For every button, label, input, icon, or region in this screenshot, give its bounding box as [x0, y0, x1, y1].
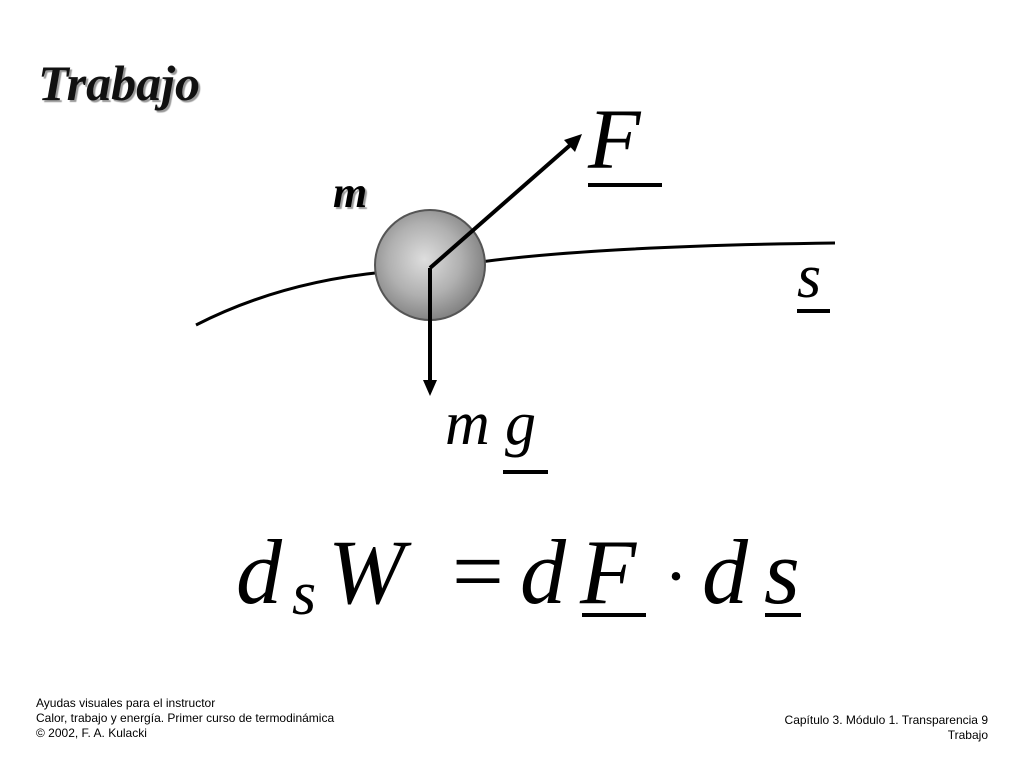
- footer-slide-info: Capítulo 3. Módulo 1. Transparencia 9 Tr…: [785, 713, 988, 743]
- footer-line: © 2002, F. A. Kulacki: [36, 726, 147, 740]
- footer-credits: Ayudas visuales para el instructor Calor…: [36, 696, 334, 741]
- footer-line: Capítulo 3. Módulo 1. Transparencia 9: [784, 713, 988, 727]
- weight-arrow-head: [423, 380, 437, 396]
- eq-d2: d: [520, 521, 567, 623]
- slide-title: Trabajo: [38, 55, 201, 111]
- weight-label-m: m: [445, 390, 490, 458]
- eq-s: s: [764, 521, 800, 623]
- eq-equals: =: [452, 520, 504, 622]
- path-label: s: [797, 243, 821, 311]
- weight-label-g: g: [505, 390, 536, 458]
- force-arrow-head: [564, 134, 582, 152]
- footer-line: Ayudas visuales para el instructor: [36, 696, 216, 710]
- eq-dot: ·: [664, 536, 688, 616]
- eq-d1: d: [236, 521, 283, 623]
- force-label: F: [587, 91, 642, 187]
- eq-F: F: [579, 521, 637, 623]
- force-arrow: [428, 138, 578, 270]
- eq-W: W: [328, 521, 412, 623]
- trajectory-curve: [195, 241, 836, 327]
- footer-line: Trabajo: [947, 728, 988, 742]
- work-equation: d s W = d F · d s: [236, 520, 801, 628]
- eq-subscript-s: s: [292, 560, 316, 628]
- eq-d3: d: [702, 521, 749, 623]
- mass-label: m: [333, 168, 367, 217]
- footer-line: Calor, trabajo y energía. Primer curso d…: [36, 711, 335, 725]
